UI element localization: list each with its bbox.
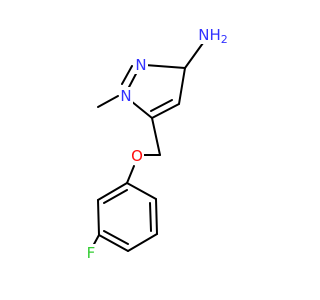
bond-o-phenyl — [126, 165, 135, 184]
bonds — [92, 42, 204, 252]
bond-n1-methyl — [97, 95, 119, 108]
atom-nh2: NH2 — [198, 26, 228, 46]
bond-c5-n1 — [130, 100, 153, 119]
atom-nh2-sub: 2 — [221, 33, 228, 46]
bond-c3-nh2 — [184, 42, 204, 69]
bond-ph3-ph4 — [127, 233, 158, 252]
atom-labels: NH2 N N O F — [84, 26, 228, 262]
bond-ph4-ph5 — [98, 234, 129, 252]
atom-f: F — [87, 244, 96, 262]
bond-ph2-ph3-double — [149, 202, 152, 232]
atom-nh2-text: NH — [198, 26, 221, 44]
atom-o-ether: O — [131, 147, 143, 165]
atom-n-ring: N — [135, 56, 146, 74]
bond-c3-c4 — [178, 67, 186, 105]
bond-n2-n2-double — [121, 65, 133, 85]
bond-c4-c5 — [151, 103, 180, 119]
bond-n2-c3 — [144, 64, 186, 69]
bond-ph6-ph1 — [97, 182, 128, 201]
atom-n-methyl: N — [120, 87, 131, 105]
bond-ph6-ph1-double — [103, 189, 128, 204]
bond-ph1-ph2 — [126, 182, 157, 200]
bond-ph4-ph5-double — [103, 230, 129, 245]
bond-c4-c5-double — [150, 99, 173, 112]
bond-ph5-ph6 — [97, 199, 100, 236]
bond-c5-ch2 — [151, 117, 161, 156]
bond-ph2-ph3 — [155, 198, 158, 235]
molecule-diagram: NH2 N N O F — [84, 26, 228, 262]
